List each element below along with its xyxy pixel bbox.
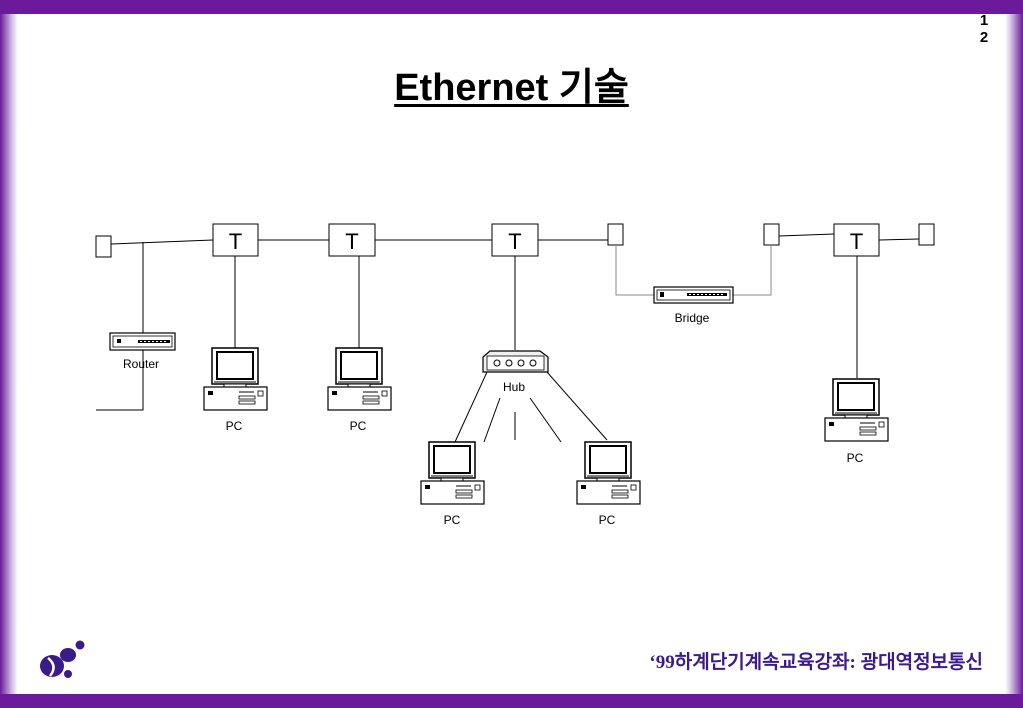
footer-caption: ‘99하계단기계속교육강좌: 광대역정보통신: [649, 652, 983, 673]
hub-label: Hub: [503, 380, 525, 394]
router-label: Router: [123, 357, 159, 371]
page-number-line-1: 1: [979, 12, 989, 29]
pc-icon: [420, 441, 485, 505]
hub-icon: [482, 350, 549, 373]
bridge-cable: [615, 245, 654, 296]
router-icon: [109, 332, 176, 351]
tap-connector: T: [328, 223, 376, 257]
tap-connector: T: [833, 223, 880, 257]
tap-label: T: [850, 229, 863, 254]
tap-label: T: [508, 229, 521, 254]
tap-label: T: [345, 229, 358, 254]
pc-icon: [203, 347, 268, 411]
tap-label: T: [229, 229, 242, 254]
page-number: 1 2: [977, 12, 991, 46]
drop-cables: [96, 242, 858, 443]
bridge-cable: [733, 245, 772, 296]
pc-label: PC: [599, 513, 616, 527]
pc-icon: [576, 441, 641, 505]
tap-connector: T: [212, 223, 259, 257]
pc-icon: [327, 347, 392, 411]
terminator-mid-left: [607, 223, 624, 246]
pc-icon: [824, 378, 889, 442]
bridge-icon: [653, 286, 734, 304]
backbone-cable: [110, 233, 920, 245]
slide-title: Ethernet 기술: [394, 67, 629, 109]
slide-frame-right: [1005, 14, 1023, 694]
terminator-right: [918, 223, 935, 246]
terminator-left: [95, 235, 112, 258]
terminator-mid-right: [763, 223, 780, 246]
tap-connector: T: [491, 223, 539, 257]
pc-label: PC: [847, 451, 864, 465]
slide-frame-left: [0, 14, 18, 694]
page-number-line-2: 2: [979, 29, 989, 46]
logo-icon: [40, 640, 85, 678]
pc-label: PC: [350, 419, 367, 433]
pc-label: PC: [226, 419, 243, 433]
pc-label: PC: [444, 513, 461, 527]
bridge-label: Bridge: [675, 311, 710, 325]
